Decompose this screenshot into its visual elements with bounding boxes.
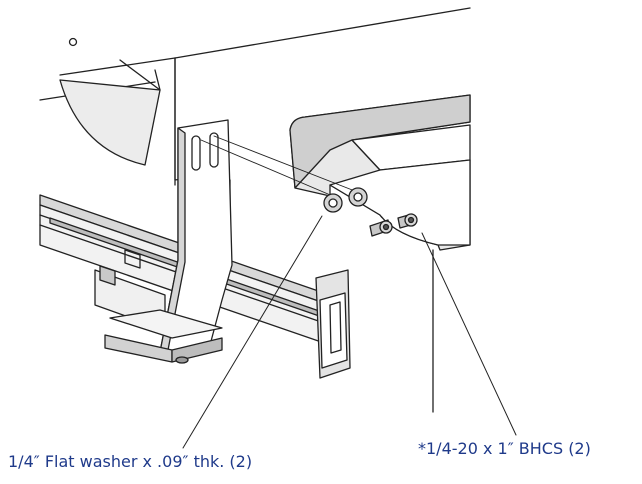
beam-lower-face (329, 159, 471, 246)
bhcs-screw-1 (369, 219, 393, 237)
rail-end-detail (329, 301, 342, 354)
screw-leader-line (421, 232, 517, 436)
pulley-edge (119, 59, 161, 91)
flat-washer-2 (348, 187, 368, 207)
beam-top-face (289, 94, 471, 189)
washer-callout: 1/4″ Flat washer x .09″ thk. (2) (8, 452, 253, 471)
bracket-foot-side (171, 337, 223, 363)
alignment-line-upper (200, 139, 336, 198)
frame-top-edge (174, 7, 471, 59)
screw-callout: *1/4-20 x 1″ BHCS (2) (418, 439, 591, 458)
bracket-slot-right (209, 132, 219, 168)
reference-hole (68, 37, 78, 47)
carriage-sensor (99, 265, 116, 286)
frame-upper-edge (59, 57, 176, 76)
bracket-foot-top (109, 309, 223, 339)
alignment-line-lower (213, 135, 361, 194)
bhcs-screw-2 (397, 213, 418, 229)
flat-washer-1 (323, 193, 343, 213)
bracket-slot-left (191, 135, 201, 171)
carriage-label (124, 249, 141, 269)
pulley-cutout (59, 79, 161, 166)
washer-leader-line (182, 215, 323, 449)
adjust-screw (175, 356, 189, 364)
